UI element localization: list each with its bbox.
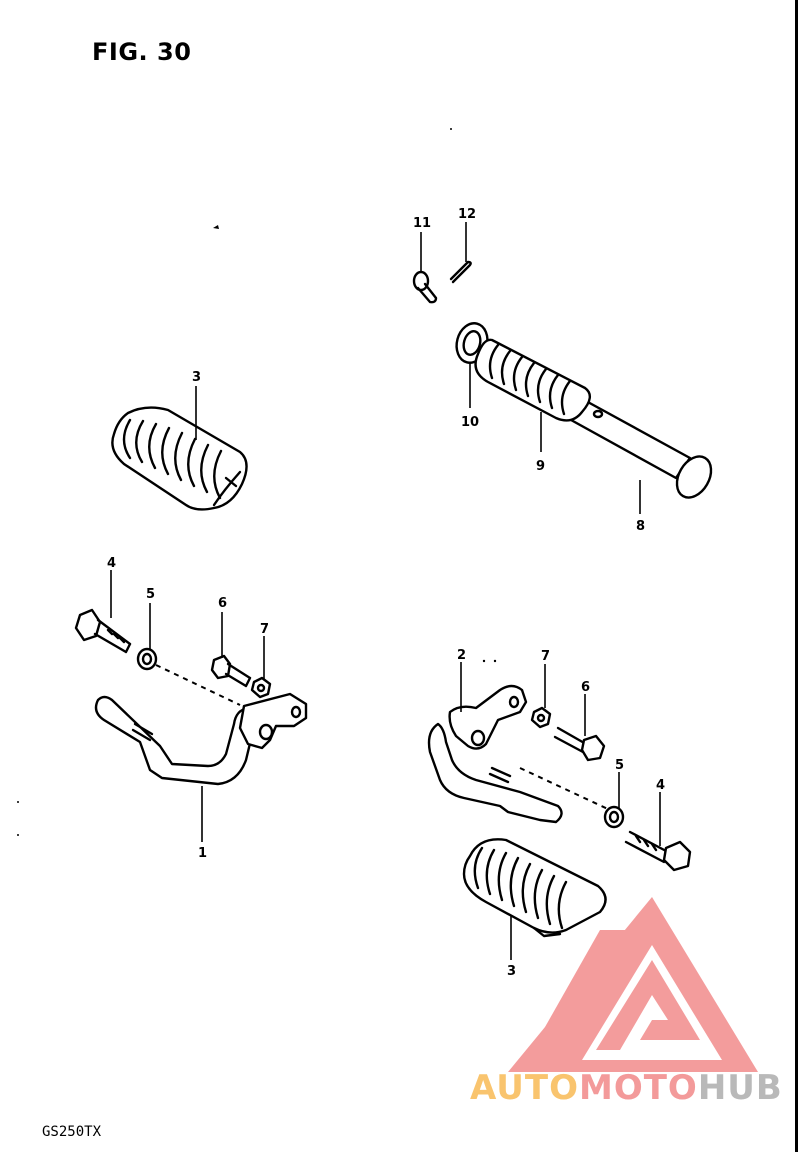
callout-3-lower: 3 (507, 964, 516, 979)
nut-right-part (530, 706, 552, 729)
nut-left-part (250, 676, 272, 699)
callout-5-left: 5 (146, 587, 155, 602)
callout-7-left: 7 (260, 622, 269, 637)
bolt-right-part (624, 830, 692, 872)
leader-lines (110, 222, 661, 960)
logo-word-auto: AUTO (470, 1068, 579, 1108)
speck (213, 225, 219, 229)
callout-12: 12 (458, 207, 476, 222)
footrest-rubber-left-part (111, 406, 248, 511)
watermark-triangle (508, 897, 758, 1072)
bolt-left-part (74, 608, 132, 654)
callout-8: 8 (636, 519, 645, 534)
footrest-rubber-upper-part (474, 338, 591, 422)
callout-1: 1 (198, 846, 207, 861)
callout-5-right: 5 (615, 758, 624, 773)
speck (17, 801, 19, 803)
frame-border-right (795, 0, 798, 1152)
callout-4-right: 4 (656, 778, 665, 793)
figure-title: FIG. 30 (92, 38, 192, 66)
speck (17, 834, 19, 836)
speck (450, 128, 452, 130)
cotter-pin-part (449, 260, 472, 284)
bolt-left-small-part (210, 654, 252, 688)
footrest-rubber-right-part (462, 838, 607, 938)
callout-6-left: 6 (218, 596, 227, 611)
callout-3-upper: 3 (192, 370, 201, 385)
footrest-bar-right-part (427, 684, 563, 824)
watermark-logo-text: AUTOMOTOHUB (470, 1068, 783, 1108)
callout-2: 2 (457, 648, 466, 663)
model-code: GS250TX (42, 1124, 102, 1140)
callout-9: 9 (536, 459, 545, 474)
bolt-right-small-part (553, 726, 606, 762)
speck (493, 659, 497, 663)
logo-word-hub: HUB (697, 1068, 783, 1108)
alignment-line-right (519, 767, 611, 811)
speck (482, 659, 486, 663)
logo-word-moto: MOTO (578, 1068, 698, 1108)
callout-4-left: 4 (107, 556, 116, 571)
callout-6-right: 6 (581, 680, 590, 695)
callout-7-right: 7 (541, 649, 550, 664)
footrest-bar-left-part (94, 692, 308, 786)
callout-10: 10 (461, 415, 479, 430)
callout-11: 11 (413, 216, 431, 231)
washer-left-part (136, 647, 158, 671)
clevis-pin-part (412, 270, 438, 304)
washer-right-part (603, 805, 625, 829)
